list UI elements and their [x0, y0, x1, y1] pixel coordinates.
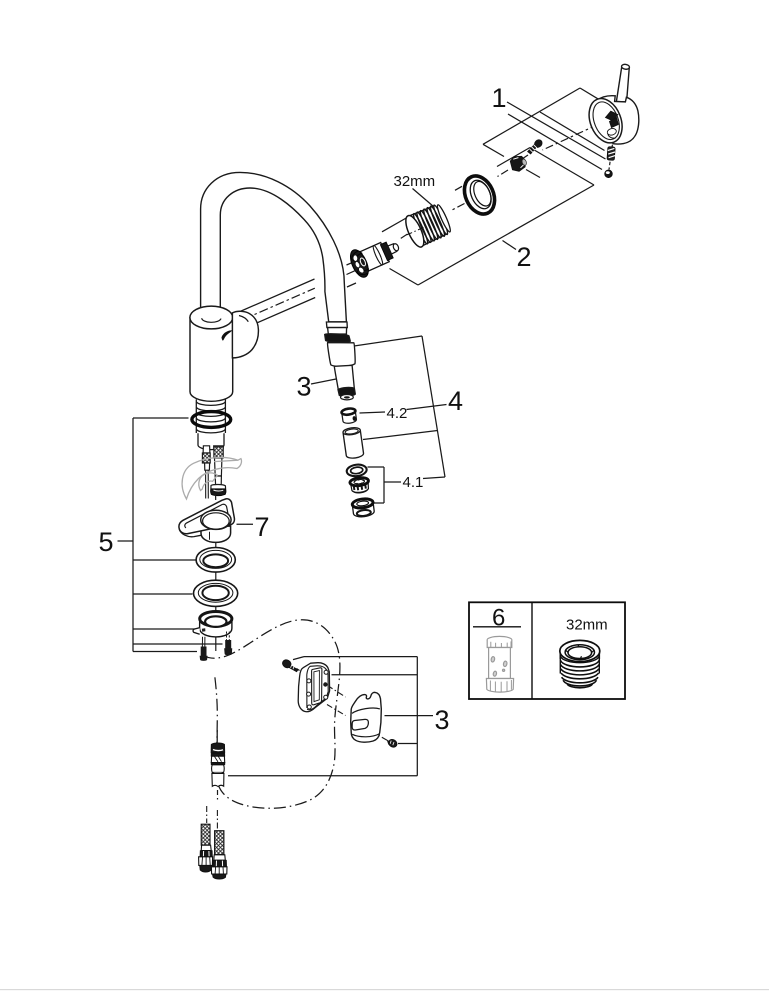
svg-text:3: 3 — [297, 372, 312, 402]
svg-text:4.1: 4.1 — [403, 474, 424, 491]
svg-text:3: 3 — [435, 705, 450, 735]
svg-text:1: 1 — [492, 83, 507, 113]
svg-text:4: 4 — [448, 386, 463, 416]
svg-text:32mm: 32mm — [394, 173, 436, 190]
svg-text:32mm: 32mm — [566, 617, 608, 634]
svg-text:6: 6 — [492, 605, 505, 632]
svg-text:2: 2 — [517, 242, 532, 272]
svg-text:5: 5 — [99, 527, 114, 557]
svg-text:4.2: 4.2 — [387, 405, 408, 422]
svg-text:7: 7 — [255, 512, 270, 542]
